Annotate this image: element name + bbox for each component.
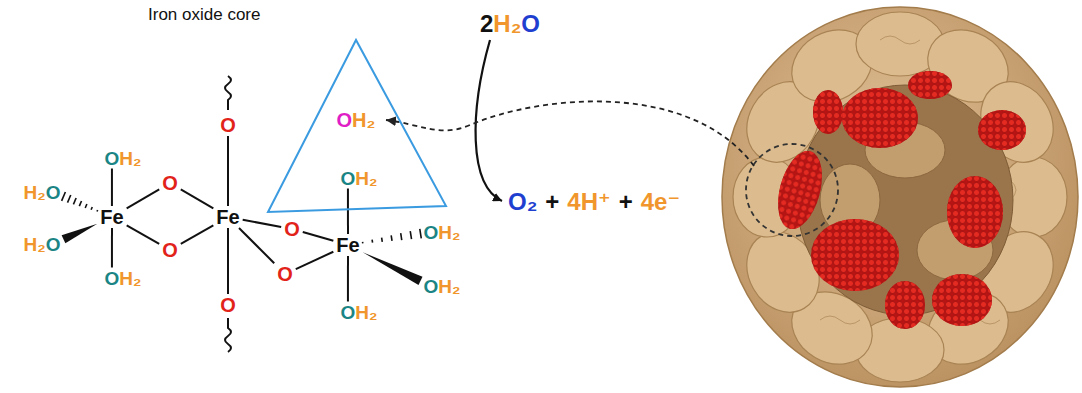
wedge-bond xyxy=(363,252,423,285)
text-part: ₂ xyxy=(369,168,377,189)
text-part: ₂ xyxy=(452,276,460,297)
triangle-outline xyxy=(268,40,446,212)
text-part: H xyxy=(352,109,366,131)
text-part: H xyxy=(438,276,452,297)
water-ligand: OH₂ xyxy=(424,223,461,242)
bond-line xyxy=(381,238,383,242)
product-label: O₂ xyxy=(508,190,537,214)
oxo-bridge: O xyxy=(220,115,236,135)
bond-line xyxy=(181,225,214,244)
text-part: H xyxy=(355,302,369,323)
wedge-bond xyxy=(62,224,98,244)
water-ligand: OH₂ xyxy=(424,277,461,296)
bond-line xyxy=(181,189,214,208)
text-part: ₂ xyxy=(37,182,45,203)
bond-line xyxy=(296,252,334,269)
text-part: O xyxy=(341,168,356,189)
text-part: O xyxy=(46,234,61,255)
water-ligand: H₂O xyxy=(24,235,61,254)
text-part: H xyxy=(493,10,510,37)
iron-atom: Fe xyxy=(336,235,359,255)
oxo-bridge: O xyxy=(162,240,178,260)
bond-line xyxy=(91,207,92,210)
bond-line xyxy=(347,256,349,302)
text-part: H xyxy=(438,222,452,243)
bond-line xyxy=(79,201,81,206)
plus-sign: + xyxy=(545,190,559,214)
water-ligand: H₂O xyxy=(24,183,61,202)
text-part: H xyxy=(355,168,369,189)
product-label: 4e⁻ xyxy=(641,190,680,214)
heading-label: Iron oxide core xyxy=(148,6,260,23)
text-part: O xyxy=(424,276,439,297)
text-part: ₂ xyxy=(367,109,376,131)
oxo-bridge: O xyxy=(220,295,236,315)
bond-line xyxy=(111,228,113,268)
reactant-label: 2H₂O xyxy=(480,12,540,36)
oxo-bridge: O xyxy=(284,219,300,239)
text-part: O xyxy=(341,302,356,323)
water-ligand: OH₂ xyxy=(105,269,142,288)
plus-sign: + xyxy=(619,190,633,214)
bond-line xyxy=(227,136,229,206)
bond-line xyxy=(68,195,71,203)
bond-line xyxy=(111,169,113,207)
bond-line xyxy=(371,240,373,243)
text-part: O xyxy=(424,222,439,243)
text-part: O xyxy=(105,268,120,289)
active-site-triangle: OH₂ xyxy=(262,36,452,216)
equation-row: O₂ +4H⁺ +4e⁻ xyxy=(508,186,680,218)
text-part: H xyxy=(24,182,38,203)
bond-line xyxy=(96,210,98,211)
bond-line xyxy=(362,242,364,244)
text-part: O xyxy=(105,148,120,169)
bond-line xyxy=(239,228,274,263)
water-ligand: OH₂ xyxy=(341,303,378,322)
text-part: ₂ xyxy=(37,234,45,255)
text-part: H xyxy=(119,148,133,169)
bond-line xyxy=(127,189,160,208)
iron-atom: Fe xyxy=(100,207,123,227)
text-part: ₂ xyxy=(452,222,460,243)
product-label: 4H⁺ xyxy=(567,190,610,214)
bond-line xyxy=(347,189,349,235)
text-part: O xyxy=(521,10,540,37)
water-ligand: OH₂ xyxy=(105,149,142,168)
bond-line xyxy=(227,228,229,294)
iron-atom: Fe xyxy=(216,207,239,227)
bond-line xyxy=(243,220,282,227)
text-part: ₂ xyxy=(133,268,141,289)
oxo-bridge: O xyxy=(162,173,178,193)
bond-line xyxy=(390,235,392,241)
oxo-bridge: O xyxy=(277,264,293,284)
text-part: H xyxy=(119,268,133,289)
bond-line xyxy=(303,232,334,241)
text-part: ₂ xyxy=(133,148,141,169)
bond-line xyxy=(85,204,87,208)
text-part: ₂ xyxy=(511,10,522,37)
text-part: O xyxy=(337,109,353,131)
water-ligand: OH₂ xyxy=(341,169,378,188)
text-part: H xyxy=(24,234,38,255)
bond-line xyxy=(62,192,66,201)
bond-line xyxy=(73,198,76,204)
text-part: ₂ xyxy=(369,302,377,323)
bond-line xyxy=(401,233,402,240)
water-substrate: OH₂ xyxy=(337,110,376,130)
bond-line xyxy=(410,231,411,239)
bond-line xyxy=(127,225,160,244)
bond-line xyxy=(420,229,421,238)
text-part: O xyxy=(46,182,61,203)
text-part: 2 xyxy=(480,10,493,37)
